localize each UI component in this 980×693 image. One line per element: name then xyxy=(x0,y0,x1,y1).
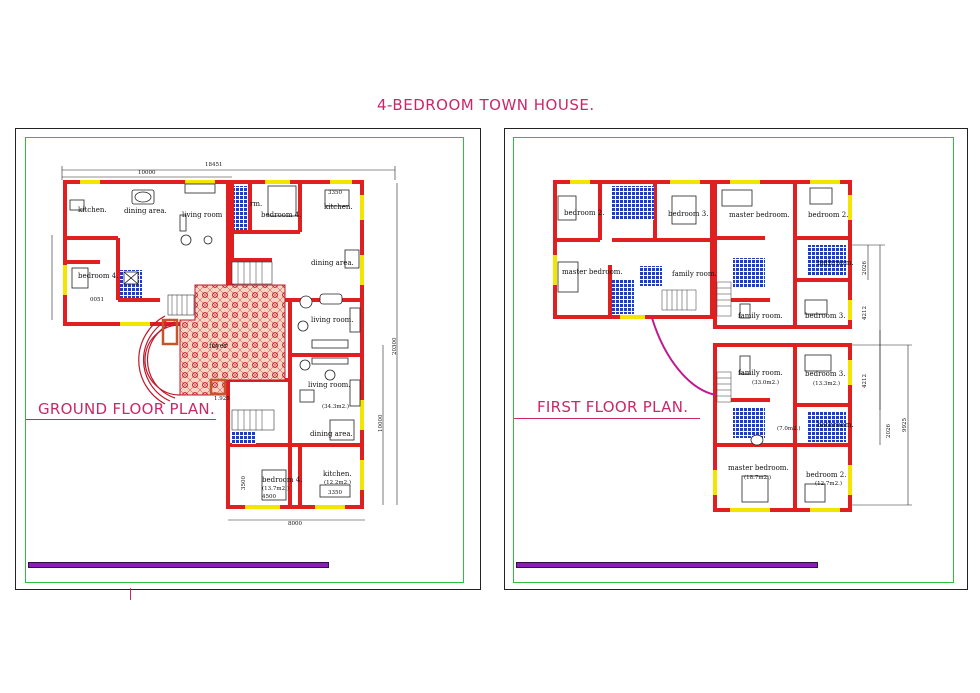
ground-area-kitchen-c: (12.2m2.) xyxy=(324,480,352,486)
first-label-underline xyxy=(514,418,700,419)
ground-area-living-c: (34.3m2.) xyxy=(322,404,350,410)
ground-room-dining-b: dining area. xyxy=(311,259,354,267)
ground-room-rm: rm. xyxy=(250,200,263,208)
first-room-bathroom-c: bathroom. xyxy=(817,421,854,429)
first-room-family-b: family room. xyxy=(738,312,783,320)
ground-dim-3350-b: 3350 xyxy=(328,490,342,496)
ground-floor-label: GROUND FLOOR PLAN. xyxy=(38,400,216,418)
first-room-bedroom2-c: bedroom 2. xyxy=(806,471,847,479)
ground-room-living-b: living room. xyxy=(311,316,354,324)
first-room-family-c: family room. xyxy=(738,369,783,377)
ground-dim-1925: 1.925 xyxy=(214,396,230,402)
first-room-bedroom3-a: bedroom 3. xyxy=(668,210,709,218)
ground-floor-border xyxy=(25,137,464,583)
first-dim-9925: 9925 xyxy=(902,418,908,432)
ground-dim-4500: 4500 xyxy=(262,494,276,500)
first-room-bedroom2-a: bedroom 2. xyxy=(564,209,605,217)
first-area-bedroom3-c: (13.3m2.) xyxy=(813,381,841,387)
ground-room-foyer: foyer xyxy=(209,342,228,350)
ground-dim-top-inner: 10000 xyxy=(138,170,156,176)
first-room-bedroom2-b: bedroom 2. xyxy=(808,211,849,219)
ground-room-bedroom4-b: bedroom 4. xyxy=(78,272,119,280)
ground-room-living-a: living room xyxy=(182,211,223,219)
first-area-master-c: (18.7m2.) xyxy=(744,475,772,481)
ground-room-kitchen-a: kitchen. xyxy=(78,206,107,214)
first-dim-2026-a: 2026 xyxy=(862,261,868,275)
ground-label-underline xyxy=(26,419,216,420)
ground-area-bedroom4-c: (13.7m2.) xyxy=(262,486,290,492)
first-floor-label: FIRST FLOOR PLAN. xyxy=(537,398,689,416)
ground-room-bedroom4-c: bedroom 4. xyxy=(262,476,303,484)
first-dim-4212-b: 4212 xyxy=(862,374,868,388)
ground-dim-3350-a: 3350 xyxy=(328,190,342,196)
ground-dim-0051: 0051 xyxy=(90,297,104,303)
crosshair-mark xyxy=(130,588,131,600)
first-dim-2026-b: 2026 xyxy=(886,424,892,438)
first-room-bathroom-a: bathroom. xyxy=(817,259,854,267)
first-area-family-c: (33.0m2.) xyxy=(752,380,780,386)
first-room-bedroom3-b: bedroom 3. xyxy=(805,312,846,320)
ground-floor-frame xyxy=(15,128,481,590)
first-area-bath-c: (7.0m2.) xyxy=(777,426,801,432)
ground-scale-bar xyxy=(28,562,329,568)
first-scale-bar xyxy=(516,562,818,568)
first-floor-border xyxy=(513,137,954,583)
first-floor-frame xyxy=(504,128,968,590)
ground-dim-overall-top: 18451 xyxy=(205,162,223,168)
first-room-master-a: master bedroom. xyxy=(562,268,623,276)
first-room-master-b: master bedroom. xyxy=(729,211,790,219)
first-room-bedroom3-c: bedroom 3. xyxy=(805,370,846,378)
ground-room-kitchen-c: kitchen. xyxy=(323,470,352,478)
sheet-title: 4-BEDROOM TOWN HOUSE. xyxy=(377,96,595,114)
first-room-master-c: master bedroom. xyxy=(728,464,789,472)
first-area-bedroom2-c: (12.7m2.) xyxy=(815,481,843,487)
ground-room-kitchen-b: kitchen. xyxy=(324,203,353,211)
ground-room-dining-c: dining area. xyxy=(310,430,353,438)
ground-room-bedroom4-a: bedroom 4. xyxy=(261,211,302,219)
ground-dim-bottom-8000: 8000 xyxy=(288,521,302,527)
first-room-family-a: family room. xyxy=(672,270,717,278)
ground-room-living-c: living room. xyxy=(308,381,351,389)
first-dim-4212-a: 4212 xyxy=(862,306,868,320)
ground-room-dining-a: dining area. xyxy=(124,207,167,215)
